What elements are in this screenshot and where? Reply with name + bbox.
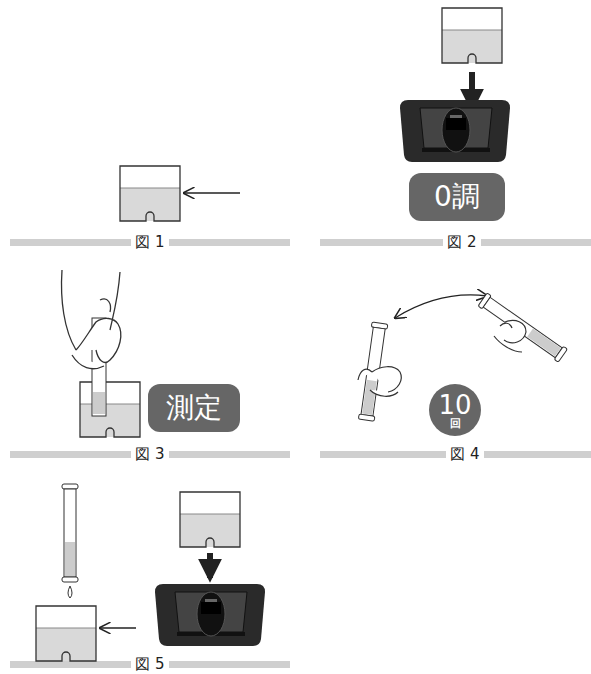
badge-text: 0調 xyxy=(434,183,480,211)
badge-unit: 回 xyxy=(450,418,461,429)
figure-caption: 図 3 xyxy=(131,447,168,462)
figure-caption: 図 2 xyxy=(443,235,480,250)
step-badge: 0調 xyxy=(409,173,505,221)
step-badge: 測定 xyxy=(148,384,240,432)
figure-caption: 図 5 xyxy=(131,657,168,672)
figure-caption: 図 4 xyxy=(446,447,483,462)
badge-text: 10 xyxy=(438,392,471,418)
count-badge: 10回 xyxy=(429,384,481,436)
badge-text: 測定 xyxy=(166,394,222,422)
figure-caption: 図 1 xyxy=(131,235,168,250)
